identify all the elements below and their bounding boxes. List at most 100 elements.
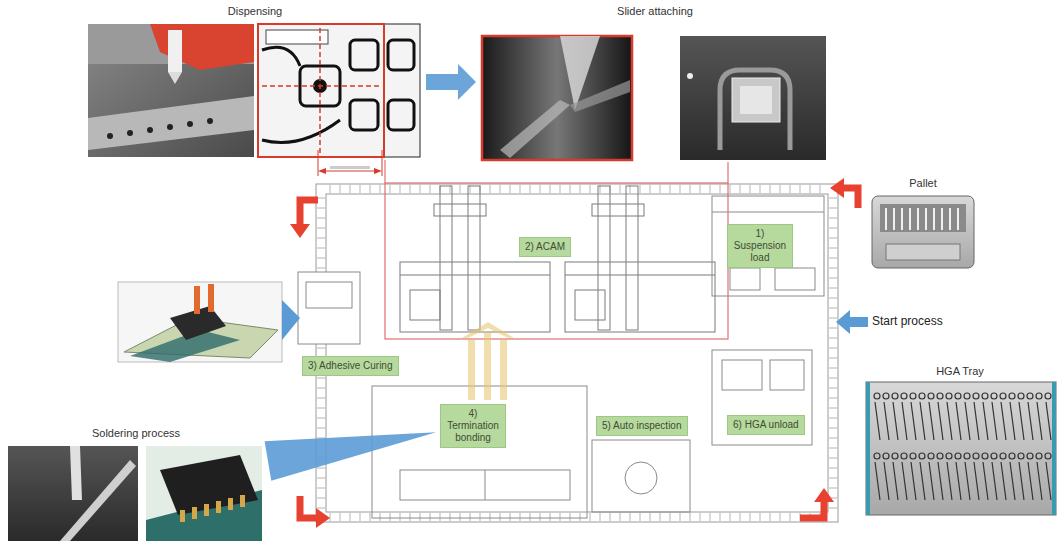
pallet-slot <box>933 208 935 230</box>
illustration-part <box>712 212 824 213</box>
conveyor-tick <box>490 185 491 193</box>
tray-pocket <box>919 393 925 399</box>
conveyor-tick <box>530 513 531 521</box>
conveyor-tick <box>510 185 511 193</box>
illustration-part <box>318 150 319 176</box>
conveyor-tick <box>730 513 731 521</box>
illustration-part <box>146 446 262 541</box>
conveyor-tick <box>790 185 791 193</box>
conveyor-tick <box>317 228 325 229</box>
conveyor-tick <box>317 208 325 209</box>
tray-slot <box>911 462 916 500</box>
tray-pocket <box>946 393 952 399</box>
pallet-slot <box>901 208 903 230</box>
conveyor-tick <box>690 185 691 193</box>
illustration-part <box>388 40 414 70</box>
conveyor-tick <box>430 185 431 193</box>
conveyor-tick <box>780 513 781 521</box>
illustration-part <box>372 386 587 518</box>
pallet-slot <box>941 208 943 230</box>
conveyor-tick <box>720 185 721 193</box>
conveyor-tick <box>680 185 681 193</box>
conveyor-tick <box>829 438 837 439</box>
conveyor-tick <box>590 185 591 193</box>
illustration-part <box>319 28 321 154</box>
conveyor-tick <box>460 185 461 193</box>
illustration-part <box>8 446 138 541</box>
station-name: 1) Suspension load <box>733 228 787 264</box>
conveyor-tick <box>650 185 651 193</box>
tray-slot <box>875 462 880 500</box>
conveyor-tick <box>380 185 381 193</box>
conveyor-tick <box>829 198 837 199</box>
conveyor-tick <box>560 513 561 521</box>
illustration-part <box>70 446 82 500</box>
illustration-part <box>722 360 762 390</box>
illustration-part <box>316 184 838 522</box>
illustration-part <box>326 194 828 512</box>
tray-slot <box>1037 462 1042 500</box>
conveyor-tick <box>650 513 651 521</box>
conveyor-tick <box>700 185 701 193</box>
illustration-part <box>207 118 213 124</box>
conveyor-tick <box>680 513 681 521</box>
conveyor-tick <box>829 288 837 289</box>
flow-arrow <box>300 188 858 518</box>
illustration-part <box>800 500 824 518</box>
illustration-part <box>180 510 185 522</box>
conveyor-tick <box>829 298 837 299</box>
conveyor-tick <box>580 513 581 521</box>
watermark <box>462 322 514 400</box>
tray-slot <box>947 462 952 500</box>
illustration-part <box>385 183 728 339</box>
tray-pocket <box>991 393 997 399</box>
illustration-part <box>770 360 804 390</box>
tray-slot <box>947 402 952 440</box>
conveyor-tick <box>660 513 661 521</box>
illustration-part <box>874 393 1051 500</box>
conveyor-tick <box>360 513 361 521</box>
conveyor-tick <box>440 513 441 521</box>
illustration-part <box>1052 382 1056 515</box>
conveyor-tick <box>810 185 811 193</box>
conveyor-tick <box>317 218 325 219</box>
photo-panel: HGA Tray <box>862 364 1058 518</box>
illustration-part <box>872 196 974 268</box>
tray-slot <box>1028 402 1033 440</box>
tray-pocket <box>982 453 988 459</box>
illustration-part <box>468 340 475 400</box>
tray-slot <box>992 402 997 440</box>
illustration-part <box>592 440 690 512</box>
conveyor-tick <box>317 248 325 249</box>
illustration-part <box>204 504 209 516</box>
tray-slot <box>938 462 943 500</box>
illustration-part <box>575 290 605 320</box>
tray-pocket <box>1027 453 1033 459</box>
illustration-part <box>266 30 328 44</box>
illustration-part <box>350 40 378 70</box>
conveyor-tick <box>350 513 351 521</box>
illustration-part <box>374 168 382 174</box>
tray-slot <box>1010 462 1015 500</box>
tray-slot <box>875 402 880 440</box>
conveyor-tick <box>317 408 325 409</box>
illustration-part <box>258 24 384 157</box>
illustration-part <box>400 470 570 500</box>
conveyor-tick <box>317 428 325 429</box>
conveyor-tick <box>829 318 837 319</box>
illustration-part <box>298 272 360 344</box>
illustration-part <box>592 204 644 216</box>
tray-pocket <box>1036 393 1042 399</box>
tray-pocket <box>946 453 952 459</box>
illustration-part <box>732 78 780 122</box>
curing-illustration <box>118 282 300 362</box>
illustration-part <box>262 40 414 143</box>
conveyor-tick <box>640 513 641 521</box>
tray-pocket <box>910 393 916 399</box>
conveyor-tick <box>720 513 721 521</box>
illustration-part <box>830 178 844 198</box>
conveyor-tick <box>340 513 341 521</box>
conveyor-tick <box>620 513 621 521</box>
conveyor-tick <box>390 513 391 521</box>
